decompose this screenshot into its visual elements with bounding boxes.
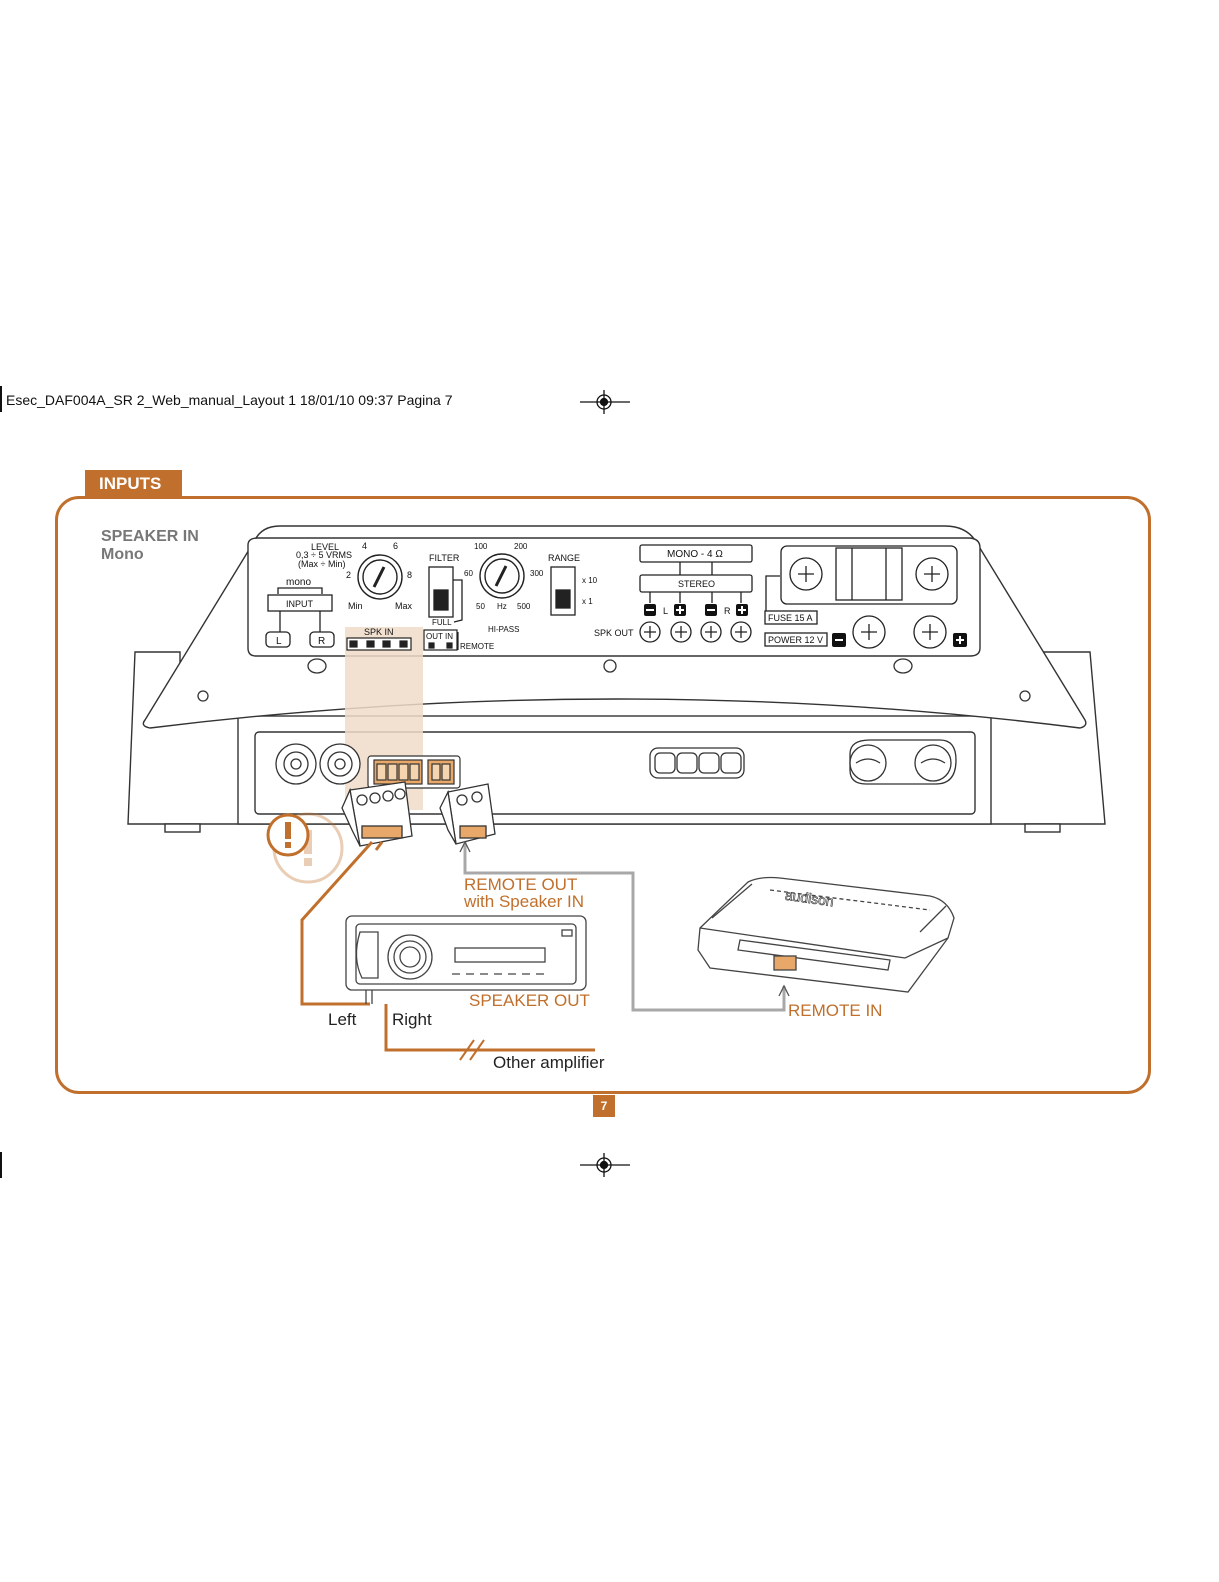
in-label: IN [445,632,453,641]
input-r: R [318,636,325,647]
mono-label: mono [286,577,311,588]
power-connectors [849,739,957,785]
level-tick-max: Max [395,601,413,611]
cut-mark [459,1039,485,1061]
remote-label: REMOTE [460,642,494,651]
orange-wires [300,840,595,1052]
freq-tick-300: 300 [530,569,544,578]
range-x1: x 1 [582,597,593,606]
freq-tick-200: 200 [514,542,528,551]
brand-logo: audison [784,887,835,910]
other-amplifier [697,876,955,993]
fuse-block [764,545,958,647]
freq-tick-500: 500 [517,602,531,611]
filter-switch [428,566,463,623]
section-title: SPEAKER IN Mono [101,528,199,564]
level-sub: (Max ÷ Min) [298,559,345,569]
freq-tick-hz: Hz [497,602,507,611]
full-label: FULL [432,618,452,627]
speaker-out-label: SPEAKER OUT [469,991,590,1010]
spk-out-label: SPK OUT [594,628,634,638]
mono-4ohm: MONO - 4 Ω [667,549,723,560]
level-tick-6: 6 [393,541,398,551]
freq-tick-50: 50 [476,602,485,611]
crop-mark [0,1152,2,1178]
hipass-label: HI-PASS [488,625,519,634]
registration-mark-icon [580,1153,630,1177]
freq-tick-60: 60 [464,569,473,578]
remote-plug [439,783,496,845]
spk-in-connector [346,637,412,651]
front-connectors [367,755,461,789]
remote-out-sublabel: with Speaker IN [464,892,584,911]
level-tick-4: 4 [362,541,367,551]
rca-inputs [275,743,361,785]
power-screws [852,615,947,649]
range-label: RANGE [548,553,580,563]
level-knob [357,554,403,600]
gray-remote-wire [463,842,786,1012]
speaker-plug [341,781,413,847]
level-tick-8: 8 [407,570,412,580]
mode-boxes [639,544,753,603]
print-slug: Esec_DAF004A_SR 2_Web_manual_Layout 1 18… [6,392,453,408]
warning-icon [266,812,344,884]
spk-out-screws [639,621,752,643]
out-label: OUT [426,632,443,641]
fuse-label: FUSE 15 A [768,613,813,623]
right-label: Right [392,1010,432,1029]
remote-connector [423,629,459,651]
page-number: 7 [593,1095,615,1117]
level-label: LEVEL [311,542,339,552]
level-range: 0,3 ÷ 5 VRMS [296,550,352,560]
level-tick-min: Min [348,601,363,611]
other-amplifier-label: Other amplifier [493,1053,605,1072]
mount-holes [197,658,1031,702]
input-l: L [276,636,282,647]
filter-label: FILTER [429,553,460,563]
level-tick-2: 2 [346,570,351,580]
remote-in-label: REMOTE IN [788,1001,883,1020]
crop-mark [0,386,2,412]
input-bracket [265,587,335,648]
section-tab: INPUTS [85,470,182,497]
content-frame [55,496,1151,1094]
registration-mark-icon [580,390,630,414]
stereo-label: STEREO [678,579,715,589]
left-label: Left [328,1010,357,1029]
spk-in-label: SPK IN [364,627,394,637]
remote-out-label: REMOTE OUT [464,875,578,894]
led-block [649,747,745,779]
power-label: POWER 12 V [768,635,823,645]
section-title-line1: SPEAKER IN [101,528,199,545]
range-x10: x 10 [582,576,598,585]
range-switch [550,566,576,616]
car-radio [345,915,587,1004]
section-title-line2: Mono [101,546,144,563]
frequency-knob [479,553,525,599]
channel-r: R [724,606,731,616]
input-label: INPUT [286,599,314,609]
channel-l: L [663,606,668,616]
freq-tick-100: 100 [474,542,488,551]
